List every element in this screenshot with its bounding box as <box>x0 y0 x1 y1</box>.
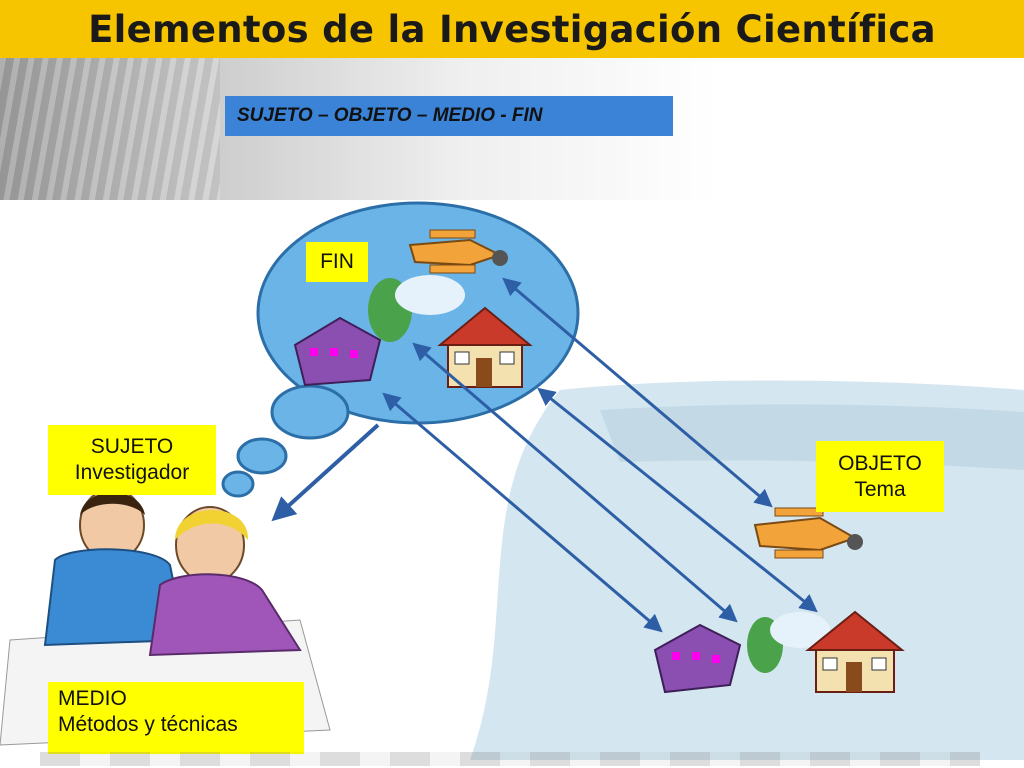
label-sujeto-line2: Investigador <box>74 461 190 484</box>
label-objeto-line1: OBJETO <box>838 451 922 475</box>
bubble-airplane-icon <box>408 229 508 274</box>
arrow-fin-to-sujeto <box>271 423 380 522</box>
plane-tree-icon <box>747 612 830 673</box>
thought-bubble-small-2 <box>236 437 288 475</box>
label-medio-line2: Métodos y técnicas <box>58 713 238 736</box>
subtitle-box: SUJETO – OBJETO – MEDIO - FIN <box>225 96 673 136</box>
label-sujeto: SUJETO Investigador <box>48 425 216 495</box>
thought-bubble-small-3 <box>221 470 255 498</box>
label-objeto: OBJETO Tema <box>816 441 944 512</box>
bottom-faded-text <box>40 752 980 766</box>
header-background <box>0 58 1024 200</box>
bubble-buildings-icon <box>293 316 382 387</box>
page-title: Elementos de la Investigación Científica <box>88 7 936 51</box>
thought-bubble-small-1 <box>270 384 350 440</box>
label-medio-line1: MEDIO <box>58 687 127 710</box>
label-sujeto-line1: SUJETO <box>90 435 174 458</box>
subtitle-text: SUJETO – OBJETO – MEDIO - FIN <box>237 105 543 126</box>
bubble-tree-icon <box>368 275 465 342</box>
label-fin-text: FIN <box>320 250 354 273</box>
arrow-objeto-buildings <box>382 392 663 633</box>
title-bar: Elementos de la Investigación Científica <box>0 0 1024 59</box>
label-fin: FIN <box>306 242 368 282</box>
header-stripes <box>0 58 220 200</box>
label-medio: MEDIO Métodos y técnicas <box>48 682 304 754</box>
plane-house-icon <box>805 610 905 693</box>
label-objeto-line2: Tema <box>854 477 906 501</box>
plane-buildings-icon <box>653 623 742 694</box>
